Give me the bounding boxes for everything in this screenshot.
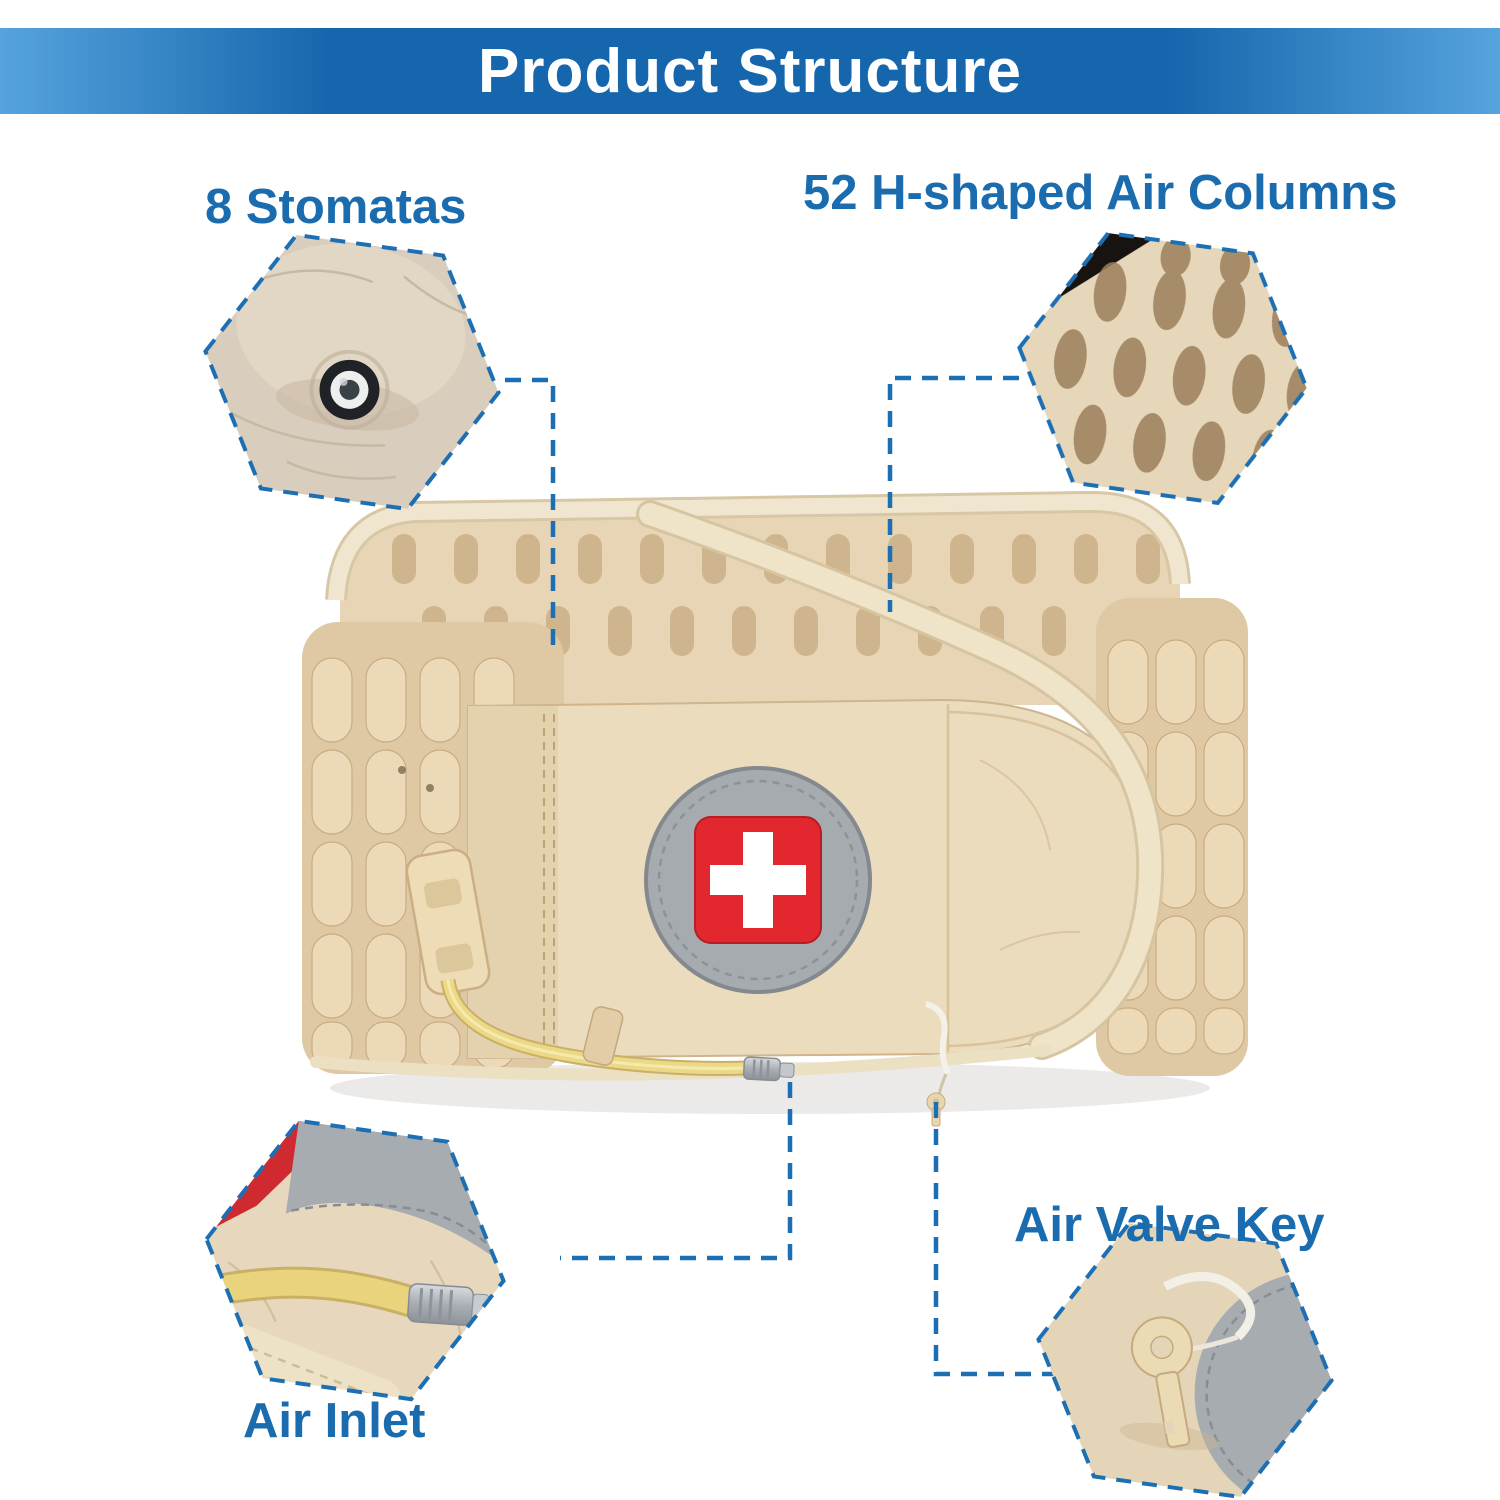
air-tube (440, 978, 747, 1076)
connector-stomatas-line (478, 377, 556, 646)
hexagon-border-air-inlet (204, 1118, 506, 1402)
belt-illustration (302, 490, 1248, 1127)
air-inlet-connector (742, 1056, 795, 1082)
header-banner: Product Structure (0, 28, 1500, 114)
page-title: Product Structure (477, 36, 1023, 106)
hexagon-callout-air-columns (1001, 223, 1325, 513)
connector-air-columns-line (887, 375, 1046, 612)
hexagon-border-stomata (203, 232, 501, 512)
belt-strap-loop (636, 500, 1165, 1060)
hexagon-callout-air-inlet (188, 1110, 522, 1410)
hexagon-callout-stomata (187, 224, 517, 520)
tube-clamp (405, 848, 491, 996)
connector-air-inlet-line (560, 1082, 793, 1261)
connector-air-valve-key-line (933, 1102, 1060, 1377)
medical-cross-icon (644, 766, 872, 994)
label-air-columns: 52 H-shaped Air Columns (803, 166, 1398, 220)
hexagon-border-air-valve-key (1036, 1220, 1334, 1500)
label-air-valve-key: Air Valve Key (1014, 1198, 1325, 1252)
connector-lines (478, 375, 1060, 1377)
hexagon-callout-air-valve-key (1020, 1212, 1350, 1500)
label-stomatas: 8 Stomatas (205, 180, 467, 234)
tube-fabric-tab (582, 1006, 624, 1066)
label-air-inlet: Air Inlet (243, 1394, 426, 1448)
